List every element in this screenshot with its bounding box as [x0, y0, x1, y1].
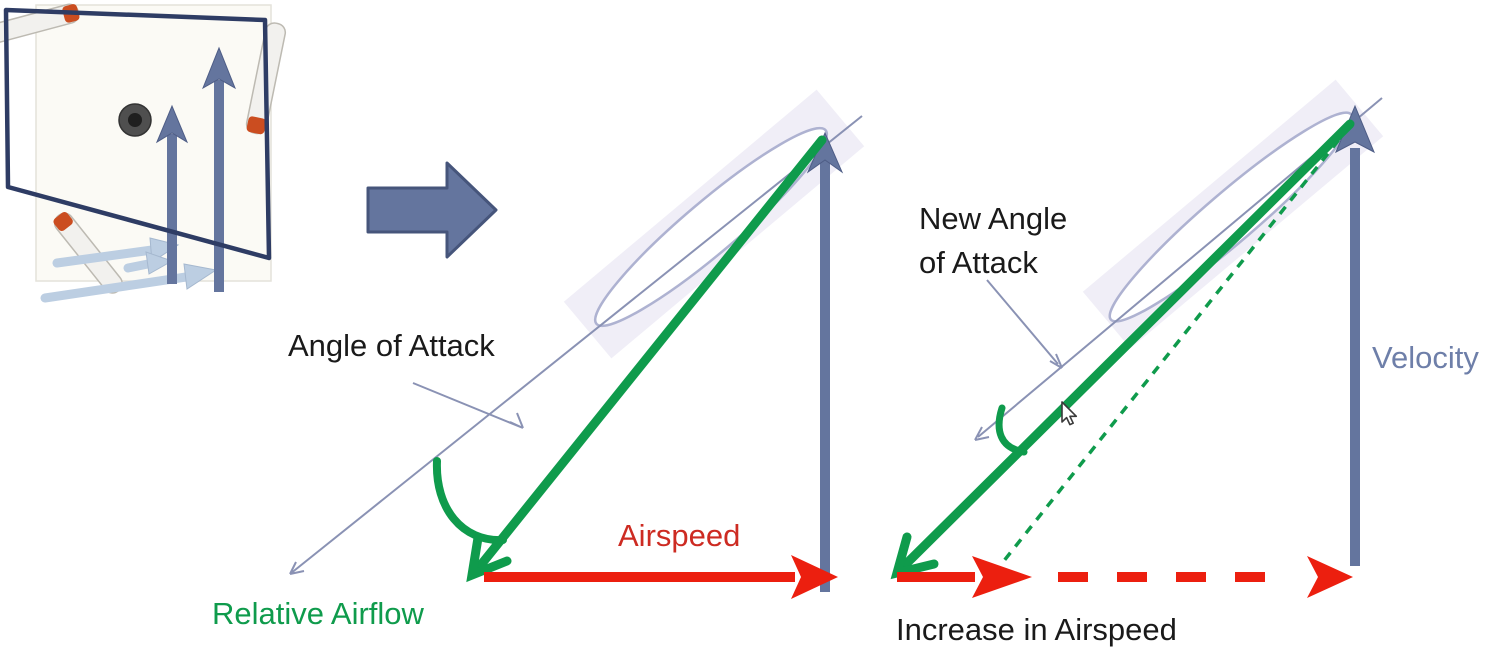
- chord-line-arrow: [289, 115, 863, 575]
- blade-plane-outline: [3, 7, 272, 261]
- inflow-arrow-1-shaft: [52, 245, 157, 268]
- velocity-label: Velocity: [1372, 340, 1479, 375]
- diagram-increased-airspeed: [890, 79, 1384, 598]
- mouse-cursor-icon: [1061, 401, 1078, 426]
- new-angle-of-attack-label: New Angle of Attack: [919, 197, 1067, 285]
- relative-airflow-arrow-head: [466, 533, 512, 583]
- propeller-hub-core: [128, 113, 142, 127]
- angle-of-attack-label: Angle of Attack: [288, 328, 495, 363]
- new-angle-pointer-arrow: [986, 279, 1063, 369]
- inflow-arrow-2-head: [145, 251, 174, 275]
- airspeed-arrow-head: [791, 555, 838, 599]
- transition-block-arrow-icon: [366, 161, 498, 259]
- increase-in-airspeed-label: Increase in Airspeed: [896, 612, 1177, 647]
- propeller-photo: [0, 3, 287, 294]
- inflow-arrow-2-shaft: [123, 259, 153, 273]
- relative-airflow-arrow-shaft: [471, 135, 827, 576]
- angle-arc-icon: [432, 457, 507, 545]
- airspeed-solid-arrow-head: [972, 556, 1032, 598]
- inflow-arrows: [40, 237, 218, 303]
- airfoil-ellipse: [593, 126, 829, 328]
- old-relative-airflow-dashed-line: [1001, 125, 1351, 564]
- inflow-arrow-3-shaft: [40, 272, 191, 303]
- angle-of-attack-pointer-arrow: [412, 382, 524, 429]
- relative-airflow-label: Relative Airflow: [212, 596, 424, 631]
- new-angle-of-attack-line1: New Angle: [919, 201, 1068, 236]
- airspeed-label: Airspeed: [618, 518, 741, 553]
- airfoil-ellipse-right: [1108, 111, 1354, 323]
- photo-lift-arrows: [155, 46, 236, 292]
- diagram-initial: [289, 89, 865, 599]
- inflow-arrow-3-head: [183, 263, 218, 290]
- lift-arrow-small-head: [155, 104, 189, 144]
- new-angle-of-attack-line2: of Attack: [919, 245, 1038, 280]
- new-relative-airflow-arrow-shaft: [896, 119, 1355, 574]
- airspeed-increase-dashed-head: [1307, 556, 1353, 598]
- lift-arrow-large-head: [202, 46, 236, 90]
